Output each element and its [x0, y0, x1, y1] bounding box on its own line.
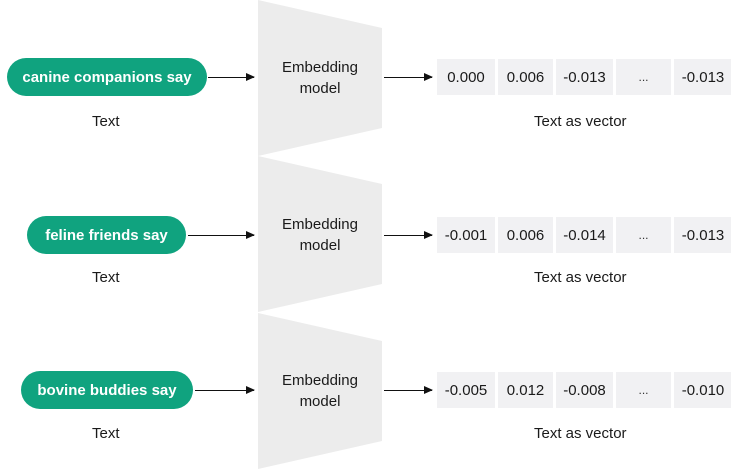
model-label-line-2: model	[299, 393, 341, 410]
vector-cell: -0.005	[437, 372, 495, 408]
input-text-pill: canine companions say	[7, 58, 207, 96]
model-label-line-1: Embedding	[282, 59, 358, 76]
vector-cell: 0.006	[498, 59, 553, 95]
embedding-model-label: Embedding model	[258, 214, 382, 256]
input-arrow	[208, 73, 255, 81]
vector-cell: -0.013	[674, 59, 731, 95]
vector-cell: 0.012	[498, 372, 553, 408]
model-label-line-2: model	[299, 80, 341, 97]
input-arrow	[188, 231, 255, 239]
model-label-line-1: Embedding	[282, 216, 358, 233]
vector-cell: -0.001	[437, 217, 495, 253]
vector-cell: -0.008	[556, 372, 613, 408]
embedding-row-2: feline friends say Text Embedding model …	[0, 156, 731, 312]
input-text-pill: feline friends say	[27, 216, 186, 254]
output-arrow	[384, 386, 433, 394]
model-label-line-2: model	[299, 237, 341, 254]
embedding-model-shape	[258, 0, 382, 156]
vector-caption: Text as vector	[534, 113, 627, 130]
output-arrow	[384, 73, 433, 81]
embedding-model-label: Embedding model	[258, 370, 382, 412]
text-caption: Text	[92, 113, 120, 130]
vector-cell: -0.010	[674, 372, 731, 408]
vector-caption: Text as vector	[534, 269, 627, 286]
text-caption: Text	[92, 425, 120, 442]
vector-cells: -0.001 0.006 -0.014 ... -0.013	[437, 217, 731, 253]
output-arrow	[384, 231, 433, 239]
vector-cell: -0.013	[556, 59, 613, 95]
input-arrow	[195, 386, 255, 394]
vector-ellipsis-cell: ...	[616, 217, 671, 253]
text-caption: Text	[92, 269, 120, 286]
vector-cells: -0.005 0.012 -0.008 ... -0.010	[437, 372, 731, 408]
embedding-model-label: Embedding model	[258, 57, 382, 99]
vector-cell: -0.013	[674, 217, 731, 253]
embedding-model-shape	[258, 313, 382, 469]
embedding-model-shape	[258, 156, 382, 312]
input-text-pill: bovine buddies say	[21, 371, 193, 409]
vector-caption: Text as vector	[534, 425, 627, 442]
embedding-row-3: bovine buddies say Text Embedding model …	[0, 313, 731, 469]
vector-cells: 0.000 0.006 -0.013 ... -0.013	[437, 59, 731, 95]
model-label-line-1: Embedding	[282, 372, 358, 389]
vector-cell: 0.000	[437, 59, 495, 95]
vector-ellipsis-cell: ...	[616, 59, 671, 95]
vector-cell: -0.014	[556, 217, 613, 253]
embedding-row-1: canine companions say Text Embedding mod…	[0, 0, 731, 156]
vector-ellipsis-cell: ...	[616, 372, 671, 408]
vector-cell: 0.006	[498, 217, 553, 253]
